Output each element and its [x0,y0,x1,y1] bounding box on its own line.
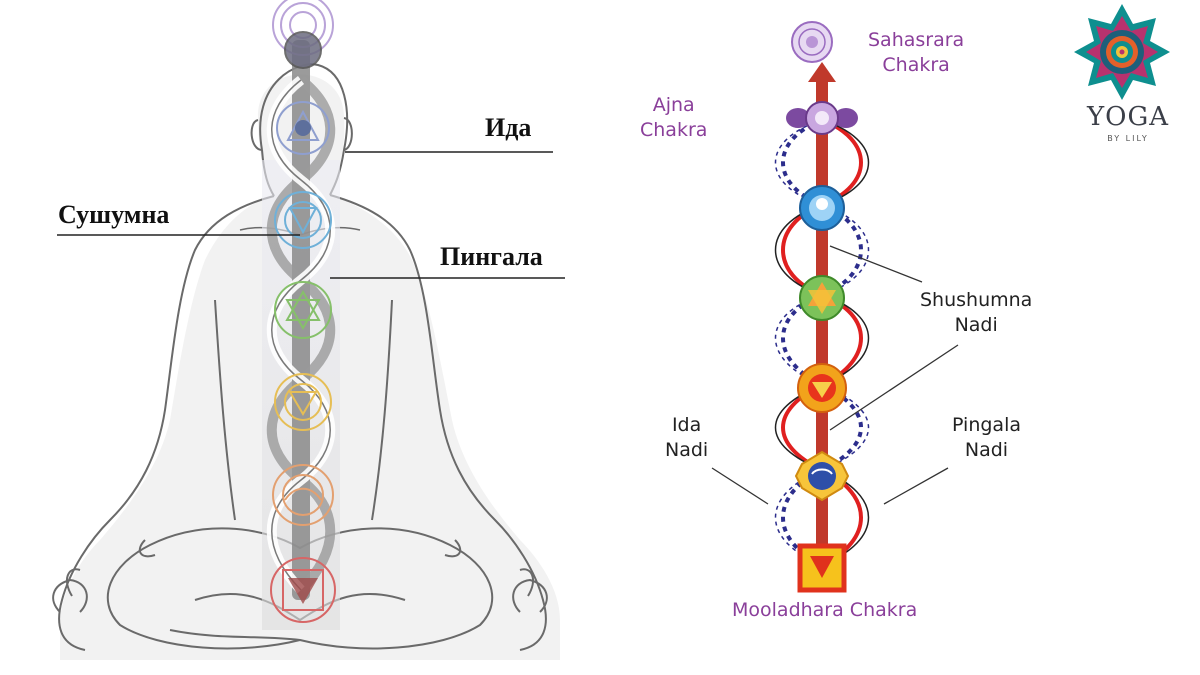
right-vishuddha-icon [799,185,845,231]
brand-name: YOGA [1086,102,1170,132]
left-arm-outline [58,195,275,651]
brand-mandala-icon [1074,4,1170,100]
left-anahata-icon [274,281,332,339]
left-svadhisthana-icon [272,464,334,526]
right-svadhisthana-icon [794,450,850,502]
brand-subtitle: BY LILY [1107,134,1149,143]
right-ajna-icon [786,101,858,135]
sushumna-arrowhead [808,62,836,82]
left-leader-lines [57,151,565,279]
shushumna-nadi-label: Shushumna Nadi [920,289,1033,336]
right-chakras [786,21,858,593]
sushumna-label-ru: Сушумна [58,200,170,229]
ida-label-ru: Ида [485,113,532,142]
right-arm-outline [329,194,547,651]
ida-nadi-label: Ida Nadi [665,414,709,461]
left-manipura-icon [274,373,332,431]
pingala-nadi-label: Pingala Nadi [952,414,1021,461]
mooladhara-chakra-label: Mooladhara Chakra [732,599,918,621]
right-anahata-icon [799,275,845,321]
ida-nadi-leader-line [711,467,769,505]
pingala-label-ru: Пингала [440,242,543,271]
brand-logo: YOGA BY LILY [1068,102,1188,143]
shushumna-leader-line-2 [829,344,959,431]
left-sahasrara-icon [272,0,334,69]
right-sahasrara-icon [791,21,833,63]
right-leader-lines [711,245,959,505]
pingala-nadi-leader-line [883,467,949,505]
left-muladhara-icon [270,557,336,623]
shushumna-leader-line-1 [829,245,923,283]
left-chakras [270,0,336,623]
ajna-chakra-label: Ajna Chakra [640,94,708,141]
left-ajna-icon [276,101,330,155]
sahasrara-chakra-label: Sahasrara Chakra [868,29,965,76]
right-muladhara-icon [797,543,847,593]
left-vishuddha-icon [274,191,332,249]
right-manipura-icon [797,363,847,413]
